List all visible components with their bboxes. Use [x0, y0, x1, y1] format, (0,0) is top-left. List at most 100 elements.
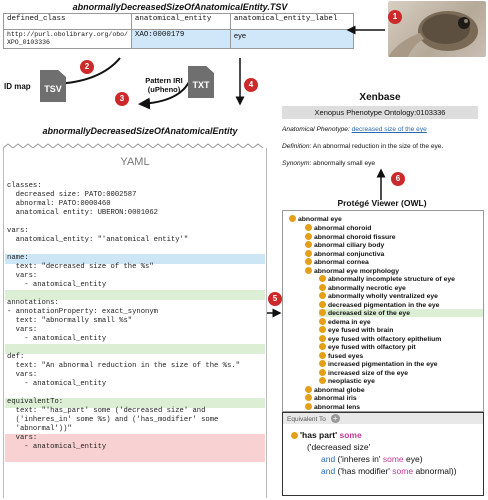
- table-cell: http://purl.obolibrary.org/obo/ XPO_0103…: [3, 29, 132, 49]
- tree-label: eye fused with brain: [328, 327, 394, 334]
- id-map-label: ID map: [4, 82, 31, 91]
- tsv-table: defined_class anatomical_entity anatomic…: [3, 13, 354, 49]
- class-dot-icon: [305, 394, 312, 401]
- tadpole-photo: [388, 1, 486, 57]
- vars-highlight: [5, 254, 265, 264]
- expr-keyword: and: [321, 454, 336, 464]
- tree-label: abnormally wholly ventralized eye: [328, 293, 438, 300]
- tree-label: edema in eye: [328, 318, 371, 326]
- name-highlight: [5, 290, 265, 300]
- add-icon[interactable]: +: [330, 414, 340, 423]
- tree-label: abnormal iris: [314, 395, 357, 402]
- expr-line: and ('has modifier' some abnormal)): [291, 465, 457, 477]
- step-badge: 5: [268, 292, 282, 306]
- tree-label: neoplastic eye: [328, 378, 375, 385]
- yaml-line: equivalentTo:: [7, 398, 64, 406]
- yaml-line: - annotationProperty: exact_synonym: [7, 308, 158, 316]
- tree-item[interactable]: eye fused with brain: [319, 326, 393, 334]
- yaml-line: ('inheres_in' some %s) and ('has_modifie…: [7, 416, 219, 424]
- yaml-line: vars:: [7, 434, 38, 442]
- expr-line: 'has part' some: [291, 429, 457, 441]
- tree-item[interactable]: increased pigmentation in the eye: [319, 360, 438, 368]
- equivalent-header: Equivalent To +: [283, 413, 483, 424]
- yaml-label: YAML: [120, 156, 150, 168]
- tree-label: abnormally incomplete structure of eye: [328, 276, 455, 283]
- txt-file-icon: TXT: [188, 66, 214, 98]
- yaml-line: abnormal: PATO:0000460: [7, 200, 111, 208]
- yaml-line: - anatomical_entity: [7, 380, 107, 388]
- yaml-line: anatomical_entity: "'anatomical entity'": [7, 236, 189, 244]
- tree-item[interactable]: neoplastic eye: [319, 377, 375, 385]
- tree-item[interactable]: decreased size of the eye: [319, 309, 483, 317]
- expr-token: 'has part': [300, 430, 338, 440]
- tree-label: abnormally necrotic eye: [328, 284, 406, 292]
- tree-label: abnormal eye morphology: [314, 267, 399, 275]
- expr-keyword: some: [337, 430, 362, 440]
- tree-label: increased pigmentation in the eye: [328, 361, 438, 368]
- step-badge: 2: [80, 60, 94, 74]
- tree-item[interactable]: fused eyes: [319, 351, 363, 360]
- tree-item[interactable]: eye fused with olfactory pit: [319, 343, 416, 351]
- yaml-line: vars:: [7, 227, 29, 235]
- tree-item[interactable]: abnormal eye morphology: [305, 266, 399, 275]
- class-dot-icon: [319, 351, 326, 359]
- class-dot-icon: [305, 232, 312, 240]
- phenotype-link[interactable]: decreased size of the eye: [351, 126, 427, 133]
- tree-item[interactable]: increased size of the eye: [319, 368, 408, 377]
- table-cell: XAO:0000179: [130, 29, 231, 49]
- tsv-title: abnormallyDecreasedSizeOfAnatomicalEntit…: [72, 2, 288, 12]
- class-dot-icon: [319, 283, 326, 291]
- xenbase-title: Xenbase: [359, 92, 401, 103]
- tree-item[interactable]: abnormal conjunctiva: [305, 249, 384, 258]
- yaml-line: text: "abnormally small %s": [7, 317, 133, 325]
- equivalent-expression: 'has part' some ('decreased size' and ('…: [291, 429, 457, 477]
- tree-label: abnormal lens: [314, 403, 361, 411]
- tree-label: abnormal choroid fissure: [314, 233, 396, 241]
- yaml-line: vars:: [7, 326, 38, 334]
- step-badge: 6: [391, 172, 405, 186]
- tree-label: abnormal cornea: [314, 259, 369, 266]
- class-dot-icon: [291, 432, 298, 439]
- tree-label: abnormal ciliary body: [314, 242, 385, 249]
- field-label: Definition:: [282, 143, 312, 150]
- yaml-line: classes:: [7, 182, 42, 190]
- class-dot-icon: [319, 360, 326, 367]
- step-badge: 1: [388, 10, 402, 24]
- tree-item[interactable]: abnormal cornea: [305, 258, 369, 266]
- xenbase-panel: Xenbase Xenopus Phenotype Ontology:01033…: [282, 92, 478, 168]
- field-value: An abnormal reduction in the size of the…: [312, 143, 444, 150]
- yaml-line: vars:: [7, 272, 38, 280]
- tree-item[interactable]: edema in eye: [319, 317, 371, 326]
- table-row: defined_class anatomical_entity anatomic…: [3, 13, 354, 30]
- yaml-line: annotations:: [7, 299, 59, 307]
- tree-item[interactable]: abnormally necrotic eye: [319, 283, 406, 292]
- yaml-line: anatomical entity: UBERON:0001062: [7, 209, 158, 217]
- tsv-file-icon: TSV: [40, 70, 66, 102]
- tree-item[interactable]: abnormal iris: [305, 394, 357, 402]
- expr-token: ('has modifier': [335, 466, 390, 476]
- tree-root[interactable]: abnormal eye: [289, 215, 342, 223]
- tree-item[interactable]: eye fused with olfactory epithelium: [319, 334, 441, 343]
- class-dot-icon: [319, 343, 326, 350]
- tree-item[interactable]: abnormal lens: [305, 402, 361, 411]
- yaml-line: - anatomical_entity: [7, 335, 107, 343]
- class-dot-icon: [289, 215, 296, 222]
- class-dot-icon: [305, 266, 312, 274]
- tree-label: abnormal globe: [314, 386, 365, 394]
- tree-item[interactable]: abnormal choroid: [305, 224, 371, 232]
- tree-item[interactable]: abnormally incomplete structure of eye: [319, 275, 455, 283]
- yaml-line: text: "'has_part' some ('decreased size'…: [7, 407, 206, 415]
- tree-item[interactable]: abnormally wholly ventralized eye: [319, 292, 438, 300]
- class-dot-icon: [319, 309, 326, 316]
- table-row: http://purl.obolibrary.org/obo/ XPO_0103…: [3, 29, 354, 49]
- tree-label: abnormal eye: [298, 216, 342, 223]
- class-dot-icon: [319, 317, 326, 325]
- tree-item[interactable]: abnormal ciliary body: [305, 241, 384, 249]
- field-definition: Definition: An abnormal reduction in the…: [282, 142, 478, 151]
- tree-item[interactable]: decreased pigmentation in the eye: [319, 300, 439, 309]
- def-highlight: [5, 398, 265, 408]
- tree-item[interactable]: abnormal globe: [305, 385, 365, 394]
- tree-item[interactable]: abnormal choroid fissure: [305, 232, 396, 241]
- field-label: Synonym:: [282, 160, 312, 167]
- expr-line: ('decreased size': [307, 442, 371, 452]
